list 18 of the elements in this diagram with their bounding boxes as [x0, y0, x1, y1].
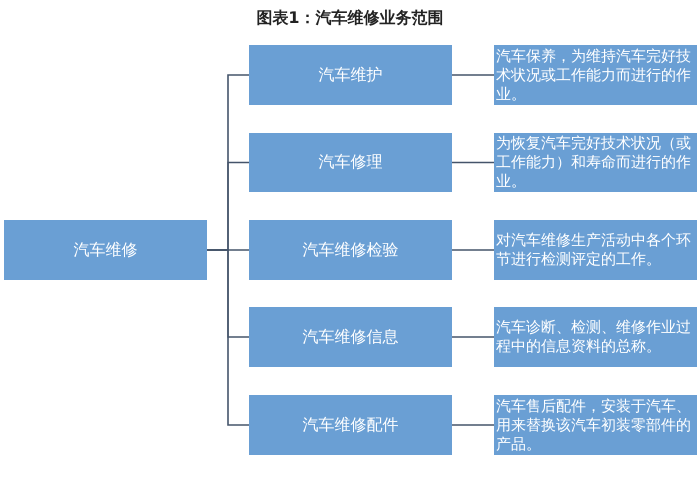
category-box: 汽车维修 [4, 220, 207, 280]
description-box: 汽车保养，为维持汽车完好技术状况或工作能力而进行的作业。 [494, 45, 697, 105]
title: 图表1：汽车维修业务范围 [255, 8, 445, 29]
category-box: 汽车维修检验 [249, 220, 452, 280]
connector-line [452, 249, 494, 251]
description-box: 对汽车维修生产活动中各个环节进行检测评定的工作。 [494, 220, 697, 280]
category-box: 汽车维护 [249, 45, 452, 105]
category-box: 汽车维修配件 [249, 395, 452, 455]
description-box: 汽车诊断、检测、维修作业过程中的信息资料的总称。 [494, 307, 697, 367]
description-box: 汽车售后配件，安装于汽车、用来替换该汽车初装零部件的产品。 [494, 395, 697, 455]
category-box: 汽车修理 [249, 133, 452, 192]
category-box: 汽车维修信息 [249, 307, 452, 367]
description-box: 为恢复汽车完好技术状况（或工作能力）和寿命而进行的作业。 [494, 133, 697, 192]
connector-line [452, 74, 494, 76]
connector-line [452, 424, 494, 426]
connector-line [452, 336, 494, 338]
connector-line [452, 162, 494, 164]
connector-line [207, 249, 249, 426]
